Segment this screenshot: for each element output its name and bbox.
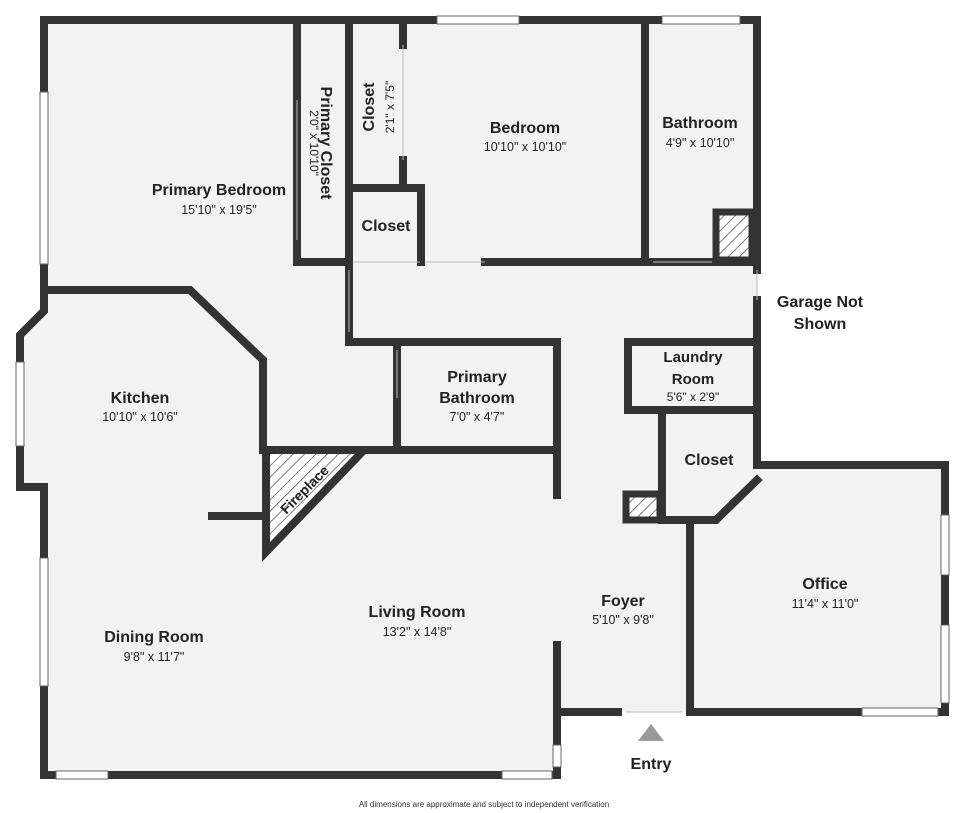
disclaimer-text: All dimensions are approximate and subje… [359,800,609,809]
laundry-name-line2: Room [672,371,715,388]
office-name: Office [802,576,847,593]
bedroom-name: Bedroom [490,120,560,137]
garage-note-line2: Shown [794,316,846,333]
office-dims: 11'4" x 11'0" [792,597,859,611]
small-closet-dims: 2'1" x 7'5" [383,81,397,133]
bathroom-name: Bathroom [662,115,738,132]
garage-note-line1: Garage Not [777,294,864,311]
entry-arrow-icon [638,724,664,741]
living-room-dims: 13'2" x 14'8" [383,625,452,639]
bathroom-chimney-hatch [712,208,756,264]
laundry-name-line1: Laundry [663,349,723,366]
primary-bedroom-name: Primary Bedroom [152,182,286,199]
foyer-chimney-hatch [622,490,664,524]
primary-bathroom-name-line1: Primary [447,369,507,386]
primary-bedroom-dims: 15'10" x 19'5" [181,203,257,217]
small-closet-name: Closet [361,82,378,132]
foyer-name: Foyer [601,593,645,610]
kitchen-dims: 10'10" x 10'6" [102,410,178,424]
primary-closet-label: Primary Closet 2'0" x 10'10" [307,87,334,201]
small-closet-label: Closet 2'1" x 7'5" [361,81,397,133]
foyer-dims: 5'10" x 9'8" [592,613,654,627]
dining-room-name: Dining Room [104,629,204,646]
laundry-dims: 5'6" x 2'9" [667,390,719,404]
entry-label: Entry [631,756,672,773]
living-room-name: Living Room [369,604,466,621]
primary-bathroom-name-line2: Bathroom [439,390,515,407]
bathroom-dims: 4'9" x 10'10" [666,136,735,150]
windows [15,15,950,780]
dining-room-dims: 9'8" x 11'7" [124,650,185,664]
kitchen-name: Kitchen [111,390,170,407]
foyer-closet-name: Closet [685,452,735,469]
bedroom-dims: 10'10" x 10'10" [484,140,566,154]
primary-bathroom-dims: 7'0" x 4'7" [450,410,505,424]
primary-closet-dims: 2'0" x 10'10" [307,110,321,176]
door-openings [296,45,758,713]
primary-closet-name: Primary Closet [317,87,334,201]
hall-closet-name: Closet [362,218,412,235]
